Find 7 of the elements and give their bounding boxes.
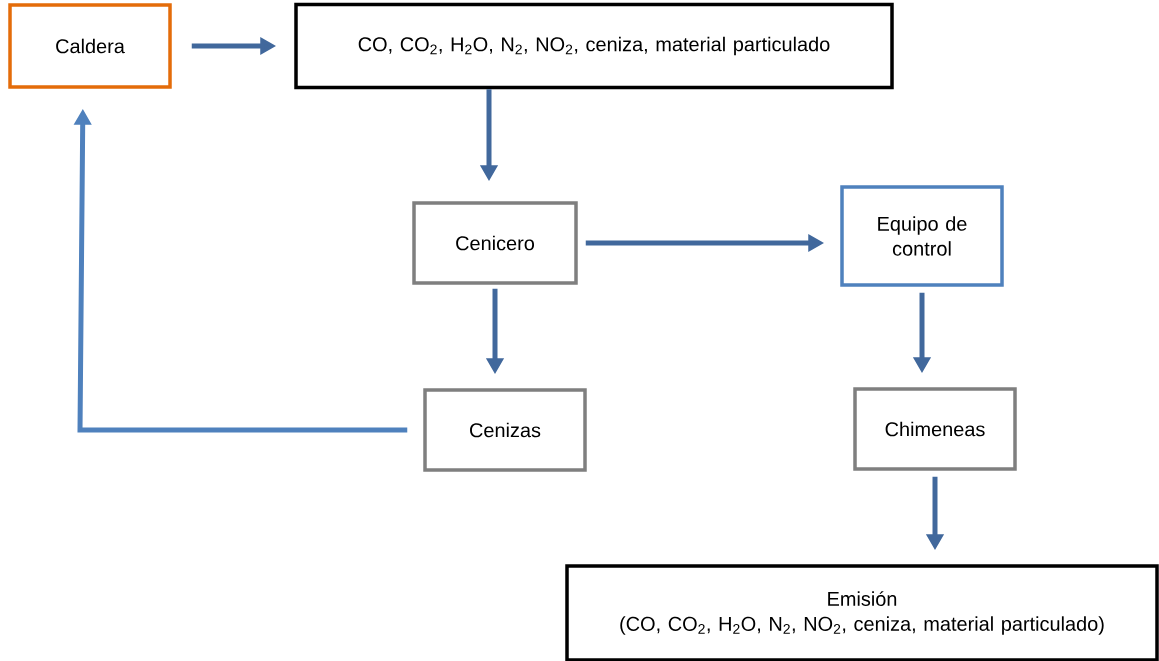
box: Emisión (CO, CO$_{2}$, H$_{2}$O, N$_{2}$, NO$_{2}$, ceniza, material particulado) (565, 564, 1159, 661)
box: Cenizas (423, 388, 587, 472)
box: Caldera (8, 3, 172, 89)
box: CO, CO$_{2}$, H$_{2}$O, N$_{2}$, NO$_{2}$, ceniza, material particulado (294, 2, 894, 90)
box: Chimeneas (853, 387, 1017, 471)
box: Equipo de control (840, 185, 1004, 287)
box: Cenicero (412, 201, 578, 285)
